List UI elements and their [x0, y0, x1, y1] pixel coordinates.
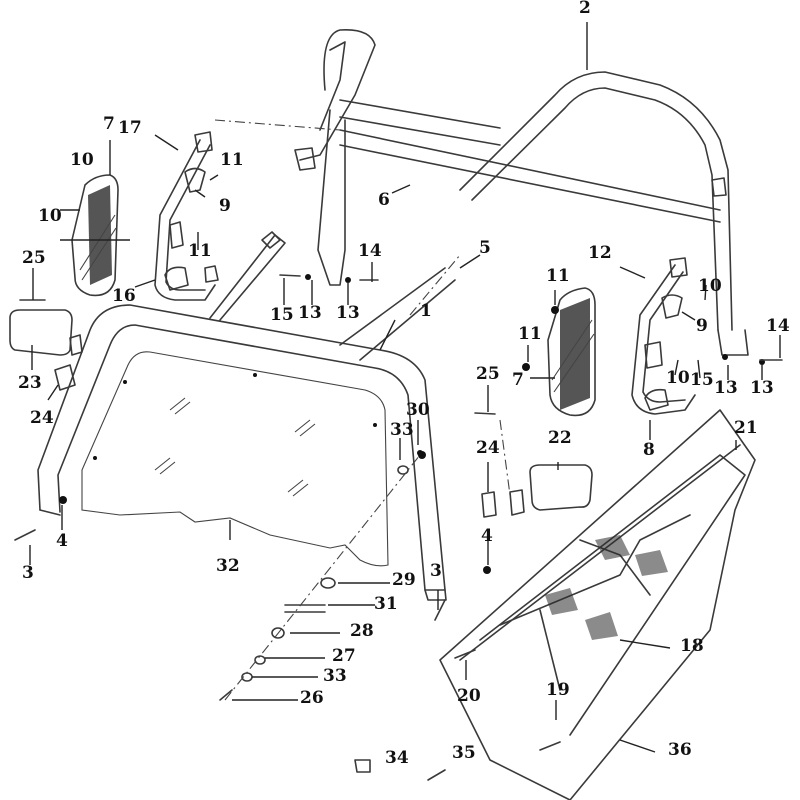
callout-4-left: 4 [56, 531, 68, 551]
callout-17: 17 [118, 118, 142, 138]
side-net-assembly [439, 409, 756, 800]
callout-22: 22 [548, 428, 572, 448]
callout-11-b: 11 [188, 241, 212, 261]
callout-23: 23 [18, 373, 42, 393]
callout-32: 32 [216, 556, 240, 576]
callout-26: 26 [300, 688, 324, 708]
callout-19: 19 [546, 680, 570, 700]
windshield-glass [81, 351, 389, 567]
callout-24-right: 24 [476, 438, 500, 458]
callout-33-a: 33 [390, 420, 414, 440]
callout-14-b: 14 [766, 316, 790, 336]
rear-roll-bar [459, 71, 749, 356]
front-roll-bar [37, 231, 456, 601]
callout-2: 2 [579, 0, 591, 18]
right-door-panel [547, 287, 596, 417]
callout-9-left: 9 [219, 196, 231, 216]
callout-8: 8 [643, 440, 655, 460]
cross-beam [317, 99, 721, 286]
callout-12: 12 [588, 243, 612, 263]
callout-7-right: 7 [512, 370, 524, 390]
callout-14-a: 14 [358, 241, 382, 261]
upper-handle-tube [294, 28, 376, 171]
callout-3-left: 3 [22, 563, 34, 583]
callout-11-d: 11 [518, 324, 542, 344]
callout-6: 6 [378, 190, 390, 210]
callout-28: 28 [350, 621, 374, 641]
right-door-frame [631, 257, 696, 415]
callout-20: 20 [457, 686, 481, 706]
callout-11-c: 11 [546, 266, 570, 286]
callout-31: 31 [374, 594, 398, 614]
callout-29: 29 [392, 570, 416, 590]
left-mirror [9, 309, 83, 391]
callout-25-right: 25 [476, 364, 500, 384]
callout-13-a: 13 [298, 303, 322, 323]
assembly-lines [214, 119, 511, 701]
leader-lines [29, 22, 781, 753]
callout-4-right: 4 [481, 526, 493, 546]
callout-13-b: 13 [336, 303, 360, 323]
callout-25-left: 25 [22, 248, 46, 268]
callout-3-right: 3 [430, 561, 442, 581]
callout-27: 27 [332, 646, 356, 666]
callout-30: 30 [406, 400, 430, 420]
callout-33-b: 33 [323, 666, 347, 686]
callout-10-d: 10 [666, 368, 690, 388]
callout-15-b: 15 [690, 370, 714, 390]
callout-7-left: 7 [103, 114, 115, 134]
left-door-frame [154, 131, 219, 301]
callout-10-b: 10 [38, 206, 62, 226]
callout-10-c: 10 [698, 276, 722, 296]
right-mirror [481, 464, 593, 518]
callout-13-d: 13 [750, 378, 774, 398]
callout-13-c: 13 [714, 378, 738, 398]
callout-15-a: 15 [270, 305, 294, 325]
callout-11-a: 11 [220, 150, 244, 170]
left-door-panel [71, 174, 119, 297]
callout-35: 35 [452, 743, 476, 763]
callout-9-right: 9 [696, 316, 708, 336]
callout-1: 1 [420, 301, 432, 321]
callout-21: 21 [734, 418, 758, 438]
callout-24-left: 24 [30, 408, 54, 428]
callout-34: 34 [385, 748, 409, 768]
callout-18: 18 [680, 636, 704, 656]
callout-10-a: 10 [70, 150, 94, 170]
callout-16: 16 [112, 286, 136, 306]
callout-5: 5 [479, 238, 491, 258]
callout-36: 36 [668, 740, 692, 760]
